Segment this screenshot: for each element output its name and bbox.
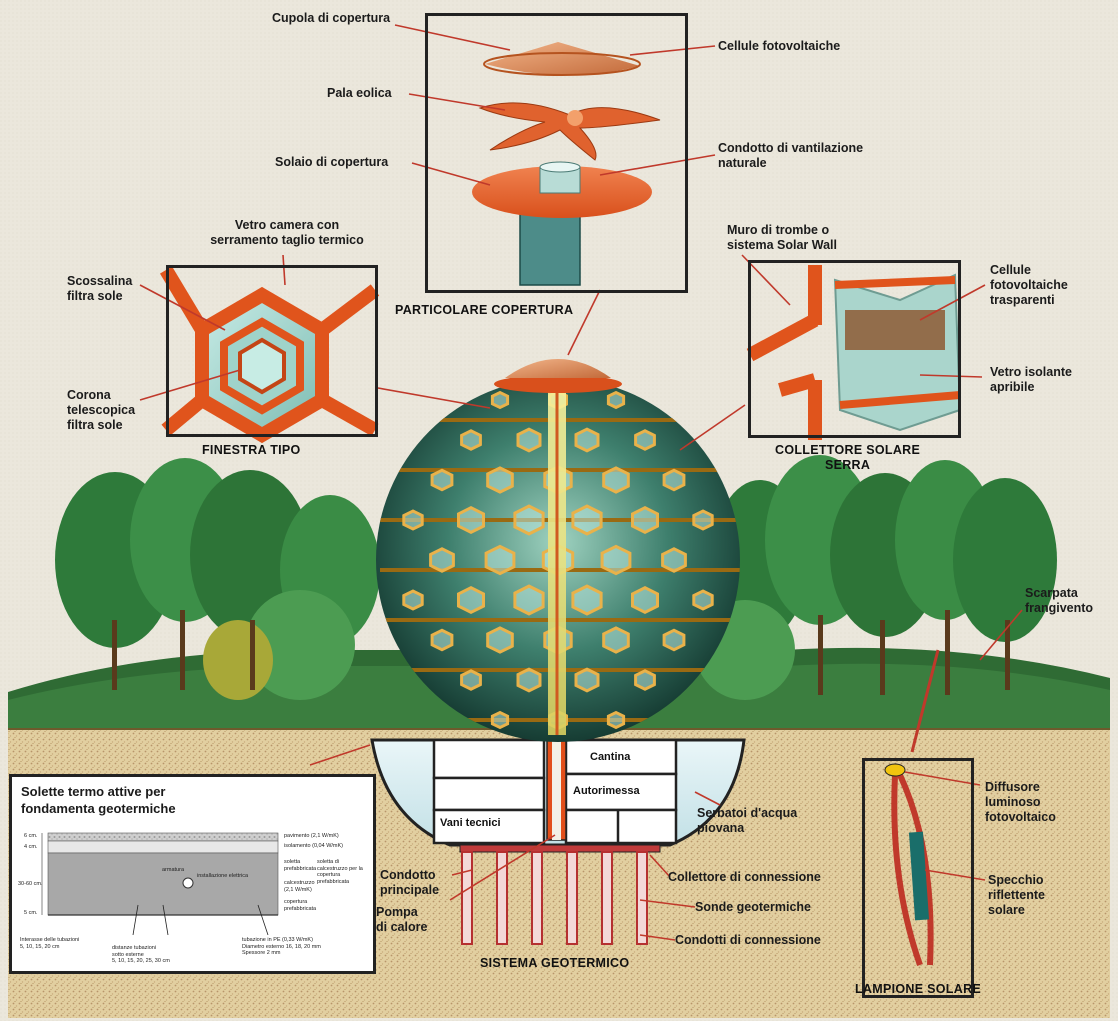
solar-lamp-box <box>862 758 974 998</box>
hexagonal-window <box>404 511 422 529</box>
room-vani-tecnici: Vani tecnici <box>440 817 501 829</box>
hexagonal-window <box>486 546 514 573</box>
collector-detail-box <box>748 260 961 438</box>
slab-soletta-pref: soletta prefabbricata <box>284 859 316 872</box>
hexagonal-window <box>633 588 658 613</box>
hexagonal-window <box>604 628 629 652</box>
slab-distanze: distanze tubazioni sotto esterne 5, 10, … <box>112 945 170 965</box>
hexagonal-window <box>608 713 623 728</box>
hexagonal-window <box>515 586 543 614</box>
room-cantina: Cantina <box>590 751 630 763</box>
slab-armatura: armatura <box>162 867 184 874</box>
hexagonal-window <box>604 468 629 492</box>
hexagonal-window <box>576 669 598 691</box>
hexagonal-window <box>492 713 507 728</box>
slab-dim-4: 5 cm. <box>24 910 37 917</box>
label-collettore-connessione: Collettore di connessione <box>668 870 821 885</box>
hexagonal-window <box>492 393 507 408</box>
thermal-slab-title: Solette termo attive per fondamenta geot… <box>21 783 176 817</box>
hexagonal-window <box>459 508 484 533</box>
hexagonal-window <box>431 549 454 571</box>
hexagonal-window <box>404 591 422 609</box>
hexagonal-window <box>488 628 513 652</box>
label-specchio: Specchio riflettente solare <box>988 873 1045 918</box>
label-sonde: Sonde geotermiche <box>695 900 811 915</box>
label-condotti-connessione: Condotti di connessione <box>675 933 821 948</box>
caption-lampione-solare: LAMPIONE SOLARE <box>855 982 981 996</box>
label-cellule-fotovoltaiche: Cellule fotovoltaiche <box>718 39 840 54</box>
hexagonal-window <box>573 506 601 534</box>
hexagonal-window <box>602 546 630 573</box>
hexagonal-window <box>663 549 686 571</box>
slab-caldo: soletta di calcestruzzo per la copertura… <box>317 859 363 885</box>
hexagonal-window <box>694 591 712 609</box>
hexagonal-window <box>518 669 540 691</box>
hexagonal-window <box>462 431 481 449</box>
caption-sistema-geotermico: SISTEMA GEOTERMICO <box>480 956 629 970</box>
label-vetro-isolante: Vetro isolante apribile <box>990 365 1072 395</box>
hexagonal-window <box>608 393 623 408</box>
hexagonal-window <box>636 431 655 449</box>
hexagonal-window <box>664 630 684 649</box>
slab-isolamento: isolamento (0,04 W/mK) <box>284 843 343 850</box>
label-condotto-ventilazione: Condotto di vantilazione naturale <box>718 141 863 171</box>
slab-dim-3: 30-60 cm. <box>18 881 42 888</box>
hexagonal-window <box>488 468 513 492</box>
hexagonal-window <box>432 470 452 489</box>
room-autorimessa: Autorimessa <box>573 785 640 797</box>
slab-section-drawing <box>18 825 368 935</box>
hexagonal-window <box>636 671 655 689</box>
slab-cls: calcestruzzo (2,1 W/mK) <box>284 880 315 893</box>
window-detail-box <box>166 265 378 437</box>
label-diffusore: Diffusore luminoso fotovoltaico <box>985 780 1056 825</box>
slab-copertura: copertura prefabbricata <box>284 899 316 912</box>
label-pompa: Pompa di calore <box>376 905 427 935</box>
caption-finestra-tipo: FINESTRA TIPO <box>202 443 301 457</box>
hexagonal-window <box>515 506 543 534</box>
label-solaio: Solaio di copertura <box>275 155 388 170</box>
label-pala-eolica: Pala eolica <box>327 86 392 101</box>
label-cellule-trasparenti: Cellule fotovoltaiche trasparenti <box>990 263 1068 308</box>
label-serbatoi: Serbatoi d'acqua piovana <box>697 806 797 836</box>
roof-detail-box <box>425 13 688 293</box>
label-condotto-principale: Condotto principale <box>380 868 439 898</box>
label-scossalina: Scossalina filtra sole <box>67 274 132 304</box>
slab-interasse: Interasse delle tubazioni 5, 10, 15, 20 … <box>20 937 79 950</box>
label-cupola: Cupola di copertura <box>272 11 390 26</box>
hexagonal-window <box>633 508 658 533</box>
slab-dim-2: 4 cm. <box>24 844 37 851</box>
hexagonal-window <box>664 470 684 489</box>
label-scarpata: Scarpata frangivento <box>1025 586 1093 616</box>
hexagonal-window <box>432 630 452 649</box>
label-corona: Corona telescopica filtra sole <box>67 388 135 433</box>
slab-dim-1: 6 cm. <box>24 833 37 840</box>
slab-installazione: installazione elettrica <box>197 873 248 880</box>
hexagonal-window <box>459 588 484 613</box>
hexagonal-window <box>518 429 540 451</box>
label-muro-trombe: Muro di trombe o sistema Solar Wall <box>727 223 837 253</box>
hexagonal-window <box>462 671 481 689</box>
thermal-slab-panel: Solette termo attive per fondamenta geot… <box>9 774 376 974</box>
hexagonal-window <box>573 586 601 614</box>
slab-tubazione: tubazione in PE (0,33 W/mK) Diametro est… <box>242 937 321 957</box>
caption-collettore-serra: COLLETTORE SOLARE SERRA <box>775 443 920 473</box>
label-vetro-camera: Vetro camera con serramento taglio termi… <box>187 218 387 248</box>
caption-particolare-copertura: PARTICOLARE COPERTURA <box>395 303 573 317</box>
hexagonal-window <box>694 511 712 529</box>
slab-pavimento: pavimento (2,1 W/mK) <box>284 833 339 840</box>
hexagonal-window <box>576 429 598 451</box>
